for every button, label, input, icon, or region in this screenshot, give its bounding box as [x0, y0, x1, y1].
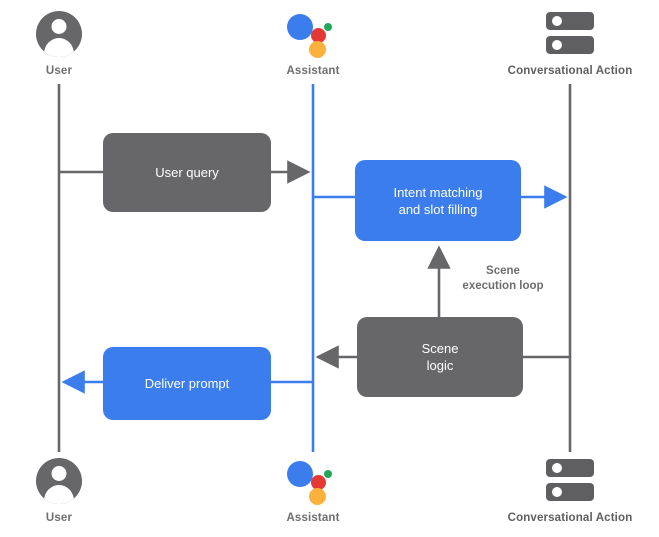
- scene-logic-box[interactable]: Scene logic: [357, 317, 523, 397]
- scene-logic-box-line1: Scene: [421, 341, 459, 356]
- intent-matching-box-line1: Intent matching: [393, 184, 483, 200]
- actor-assistant-top-label: Assistant: [286, 65, 340, 77]
- actor-user-top[interactable]: User: [0, 8, 139, 77]
- user-avatar-icon: [0, 8, 139, 60]
- assistant-dot-green: [324, 23, 332, 31]
- assistant-dot-blue: [287, 461, 313, 487]
- actor-conversational-action-top[interactable]: Conversational Action: [490, 8, 650, 77]
- actor-user-bottom-label: User: [45, 512, 73, 524]
- scene-execution-loop-label: Scene execution loop: [443, 264, 563, 294]
- assistant-dot-red: [311, 28, 326, 43]
- user-avatar-icon: [0, 455, 139, 507]
- actor-user-top-label: User: [45, 65, 73, 77]
- server-icon: [490, 455, 650, 507]
- google-assistant-icon: [233, 8, 393, 60]
- actor-assistant-bottom[interactable]: Assistant: [233, 455, 393, 524]
- user-query-box-label: User query: [155, 165, 219, 180]
- assistant-dot-yellow: [309, 41, 326, 58]
- actor-assistant-top[interactable]: Assistant: [233, 8, 393, 77]
- actor-conversational-action-bottom[interactable]: Conversational Action: [490, 455, 650, 524]
- deliver-prompt-box-label: Deliver prompt: [144, 376, 230, 391]
- server-rack-bottom: [546, 483, 594, 501]
- intent-matching-box[interactable]: Intent matching and slot filling: [355, 160, 521, 241]
- deliver-prompt-box[interactable]: Deliver prompt: [103, 347, 271, 420]
- user-query-box[interactable]: User query: [103, 133, 271, 212]
- scene-execution-loop-line1: Scene: [486, 265, 520, 277]
- server-rack-top: [546, 459, 594, 477]
- scene-execution-loop-line2: execution loop: [462, 280, 544, 292]
- google-assistant-icon: [233, 455, 393, 507]
- server-rack-bottom: [546, 36, 594, 54]
- assistant-dot-red: [311, 475, 326, 490]
- intent-matching-box-label: Intent matching and slot filling: [394, 184, 483, 218]
- actor-assistant-bottom-label: Assistant: [286, 512, 340, 524]
- scene-logic-box-line2: logic: [426, 358, 454, 373]
- scene-logic-box-label: Scene logic: [422, 340, 459, 374]
- server-icon: [490, 8, 650, 60]
- intent-matching-box-line2: and slot filling: [398, 201, 478, 217]
- assistant-dot-green: [324, 470, 332, 478]
- assistant-dot-blue: [287, 14, 313, 40]
- actor-conversational-action-bottom-label: Conversational Action: [507, 512, 633, 524]
- actor-conversational-action-top-label: Conversational Action: [507, 65, 633, 77]
- actor-user-bottom[interactable]: User: [0, 455, 139, 524]
- server-rack-top: [546, 12, 594, 30]
- assistant-dot-yellow: [309, 488, 326, 505]
